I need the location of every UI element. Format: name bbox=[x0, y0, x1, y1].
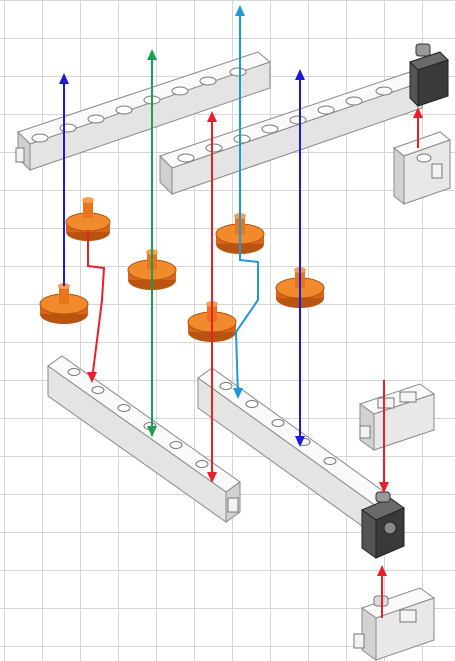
top-left-beam bbox=[15, 51, 272, 172]
pulley-1 bbox=[65, 197, 111, 241]
cyan-arrow bbox=[234, 14, 259, 397]
red-arrow-left bbox=[87, 230, 106, 381]
dark-corner-block-top bbox=[409, 43, 449, 108]
top-right-beam bbox=[159, 71, 424, 196]
small-block-mid-right bbox=[358, 383, 436, 451]
dark-corner-block-bottom bbox=[360, 491, 406, 559]
small-block-right bbox=[392, 131, 452, 206]
pulley-2 bbox=[39, 283, 89, 324]
bottom-left-beam bbox=[47, 355, 241, 523]
small-block-bottom bbox=[353, 587, 436, 661]
